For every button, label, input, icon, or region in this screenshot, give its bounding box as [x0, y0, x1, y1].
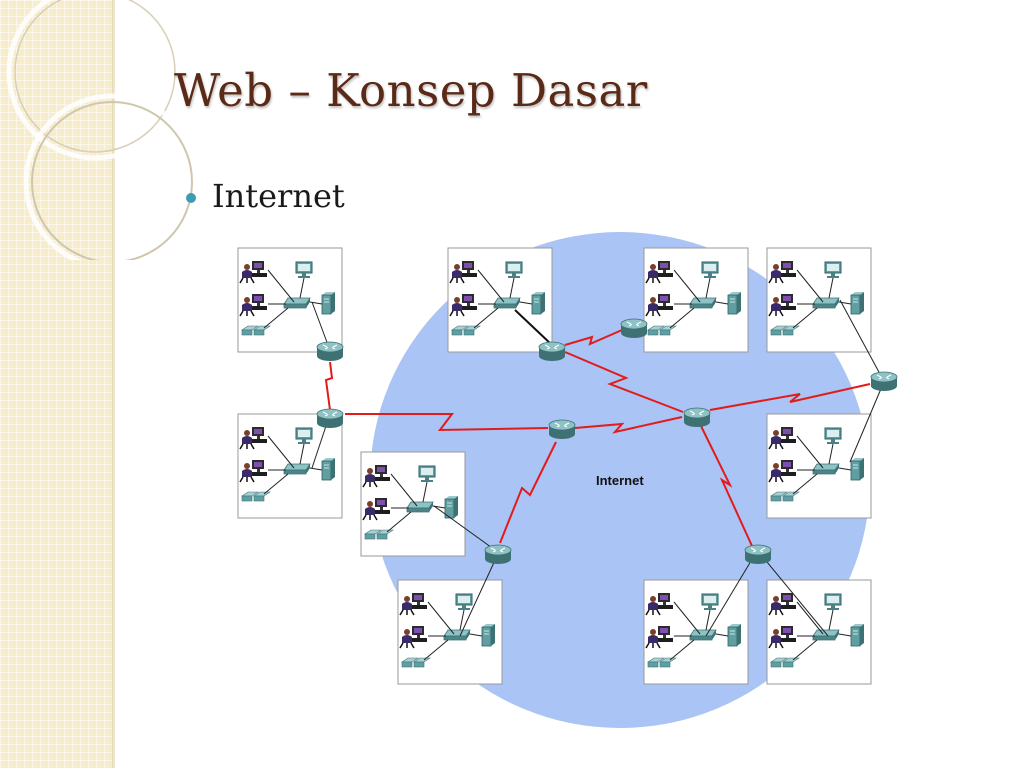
router-icon: [316, 341, 344, 362]
sidebar-pattern: [0, 0, 112, 768]
slide-title: Web – Konsep Dasar: [174, 64, 648, 117]
lan-box-6: [360, 451, 466, 557]
router-icon: [620, 318, 648, 339]
router-icon: [870, 371, 898, 392]
lan-box-8: [397, 579, 503, 685]
lan-box-7: [766, 413, 872, 519]
lan-box-10: [766, 579, 872, 685]
lan-box-1: [237, 247, 343, 353]
sidebar-edge: [112, 0, 115, 768]
bullet-dot: [186, 193, 196, 203]
router-icon: [316, 408, 344, 429]
lan-uplinks: [311, 299, 884, 637]
internet-label: Internet: [596, 473, 644, 488]
wan-links: [324, 329, 871, 547]
decorative-rings: [6, 0, 200, 260]
bullet-text: Internet: [212, 177, 345, 215]
router-icon: [538, 341, 566, 362]
lan-box-9: [643, 579, 749, 685]
router-icon: [484, 544, 512, 565]
lan-box-3: [643, 247, 749, 353]
router-icon: [548, 419, 576, 440]
lan-box-4: [766, 247, 872, 353]
lan-box-5: [237, 413, 343, 519]
router-icon: [683, 407, 711, 428]
router-icon: [744, 544, 772, 565]
lan-box-2: [447, 247, 553, 353]
